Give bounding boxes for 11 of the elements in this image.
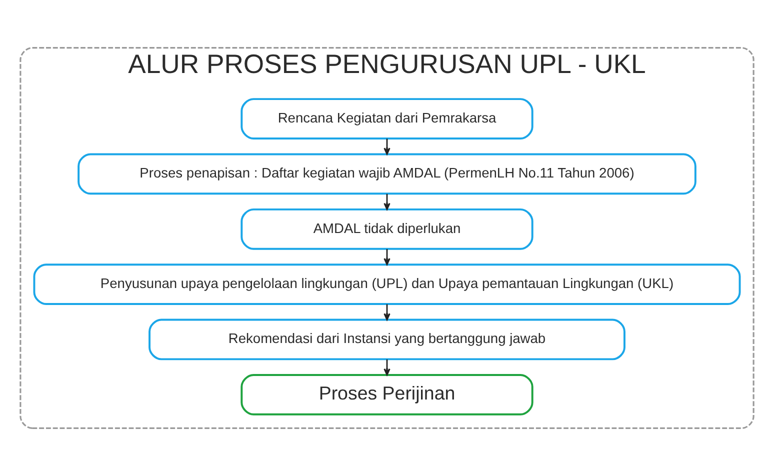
- arrow: [384, 138, 390, 154]
- arrow: [384, 304, 390, 320]
- node-box: Rencana Kegiatan dari Pemrakarsa: [240, 98, 534, 139]
- arrow: [384, 248, 390, 265]
- node-box: AMDAL tidak diperlukan: [240, 208, 534, 250]
- arrow: [384, 193, 390, 210]
- node-box: Rekomendasi dari Instansi yang bertanggung jawab: [148, 318, 626, 360]
- node-box: Proses Perijinan: [240, 373, 534, 415]
- node-box: Penyusunan upaya pengelolaan lingkungan (UPL) dan Upaya pemantauan Lingkungan (UKL): [33, 263, 741, 304]
- node-box: Proses penapisan : Daftar kegiatan wajib AMDAL (PermenLH No.11 Tahun 2006): [78, 152, 696, 194]
- arrow: [384, 358, 390, 376]
